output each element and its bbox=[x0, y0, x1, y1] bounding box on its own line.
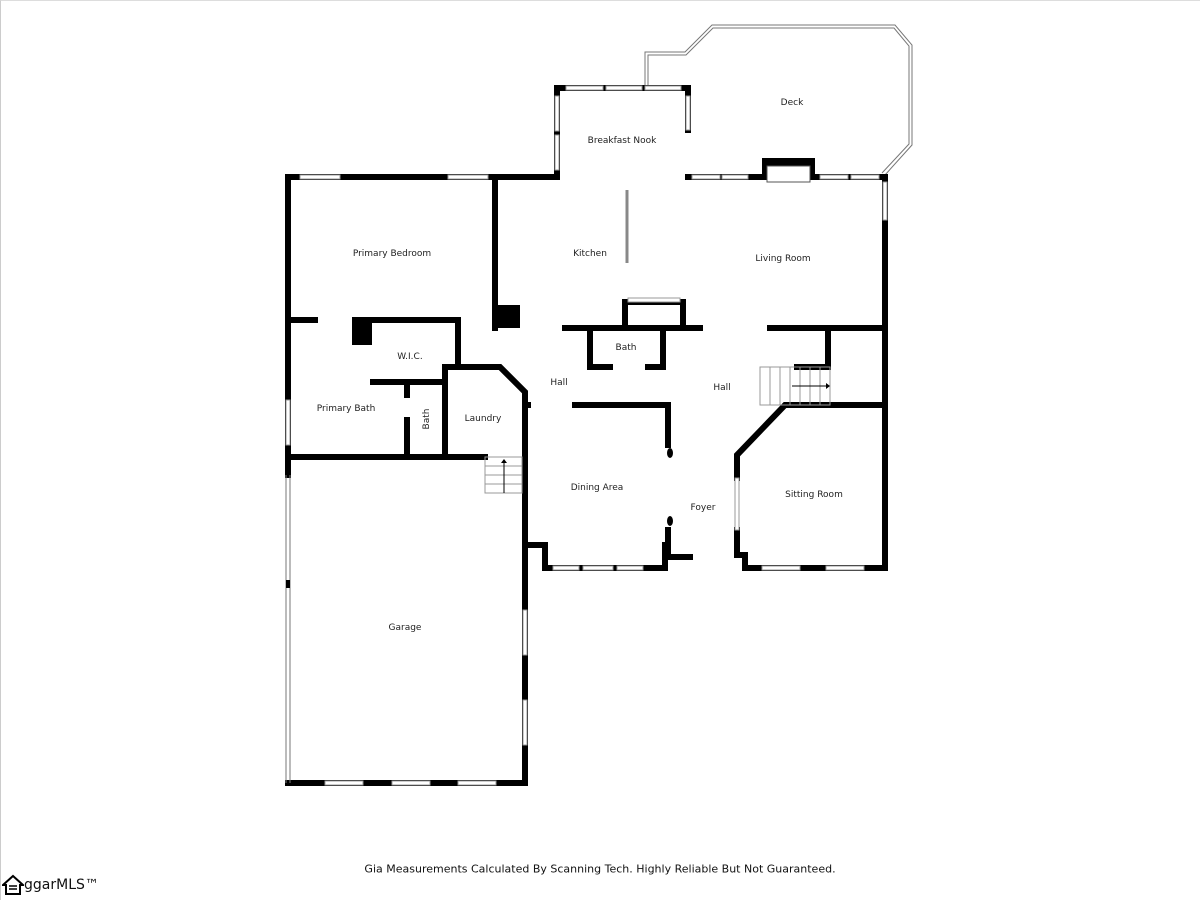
room-label-sitting-room: Sitting Room bbox=[785, 490, 843, 500]
logo-text: ggarMLS™ bbox=[24, 877, 99, 893]
room-label-deck: Deck bbox=[780, 98, 804, 108]
windows bbox=[285, 85, 888, 786]
room-label-bath-small: Bath bbox=[422, 408, 432, 430]
room-label-breakfast-nook: Breakfast Nook bbox=[587, 136, 657, 146]
house-icon bbox=[2, 874, 24, 895]
room-label-bath-center: Bath bbox=[615, 343, 637, 353]
stairs-garage bbox=[484, 456, 523, 494]
garage-door bbox=[285, 475, 291, 783]
closet-block bbox=[352, 320, 372, 345]
room-label-wic: W.I.C. bbox=[397, 352, 423, 362]
room-label-primary-bath: Primary Bath bbox=[316, 404, 376, 414]
exterior-walls bbox=[285, 85, 888, 786]
room-label-living-room: Living Room bbox=[755, 254, 811, 264]
fireplace-hearth bbox=[766, 165, 811, 183]
mls-logo: ggarMLS™ bbox=[2, 874, 99, 896]
deck-railing bbox=[644, 24, 913, 176]
column-block bbox=[495, 305, 520, 328]
room-label-laundry: Laundry bbox=[464, 414, 502, 424]
room-label-garage: Garage bbox=[388, 623, 422, 633]
room-label-hall-right: Hall bbox=[713, 383, 731, 393]
room-label-primary-bedroom: Primary Bedroom bbox=[352, 249, 432, 259]
room-label-foyer: Foyer bbox=[690, 503, 716, 513]
room-label-hall-left: Hall bbox=[550, 378, 568, 388]
stairs-hall bbox=[759, 366, 831, 406]
room-label-kitchen: Kitchen bbox=[573, 249, 607, 259]
footer-disclaimer: Gia Measurements Calculated By Scanning … bbox=[364, 862, 836, 876]
room-label-dining-area: Dining Area bbox=[570, 483, 624, 493]
door-posts bbox=[667, 448, 673, 526]
